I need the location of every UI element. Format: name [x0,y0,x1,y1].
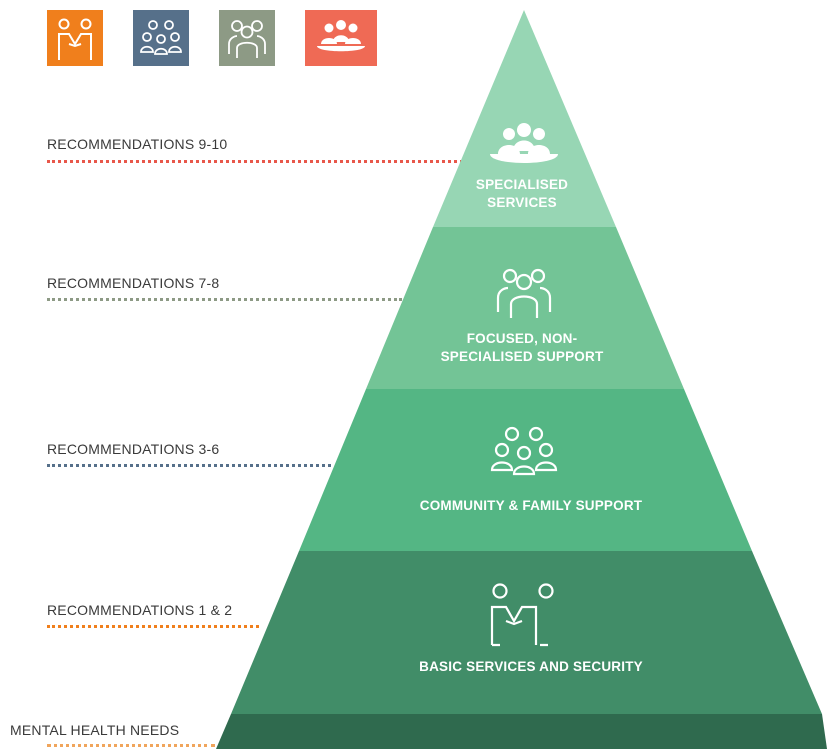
dotted-leader-7-8 [47,298,402,301]
dotted-leader-1-2 [47,625,259,628]
group-family-icon [133,10,189,66]
rec-label-3-6: RECOMMENDATIONS 3-6 [47,441,220,457]
dotted-leader-3-6 [47,464,331,467]
tier-community [299,389,752,551]
tier-specialised [433,10,616,227]
dotted-leader-mental-health [47,744,215,747]
legend-tile-meeting [305,10,377,66]
tier-focused-line2: SPECIALISED SUPPORT [441,349,604,364]
tier-base [216,714,827,749]
meeting-group-icon [490,123,558,163]
rec-label-9-10: RECOMMENDATIONS 9-10 [47,136,228,152]
handshake-icon [47,10,103,66]
tier-basic [231,551,822,714]
tier-specialised-line1: SPECIALISED [476,177,568,192]
meeting-group-icon [305,10,377,66]
people-outline-icon [496,268,552,318]
tier-focused-line1: FOCUSED, NON- [467,331,578,346]
tier-basic-label: BASIC SERVICES AND SECURITY [419,659,643,674]
handshake-icon [490,583,554,647]
rec-label-mental-health: MENTAL HEALTH NEEDS [10,722,180,738]
rec-label-7-8: RECOMMENDATIONS 7-8 [47,275,220,291]
dotted-leader-9-10 [47,160,463,163]
people-outline-icon [219,10,275,66]
legend-tile-family [133,10,189,66]
rec-label-1-2: RECOMMENDATIONS 1 & 2 [47,602,233,618]
tier-specialised-line2: SERVICES [487,195,557,210]
legend-tile-handshake [47,10,103,66]
group-family-icon [490,426,558,476]
tier-focused [366,227,684,389]
tier-community-label: COMMUNITY & FAMILY SUPPORT [420,498,643,513]
legend-tile-people [219,10,275,66]
tile-bg [47,10,103,66]
